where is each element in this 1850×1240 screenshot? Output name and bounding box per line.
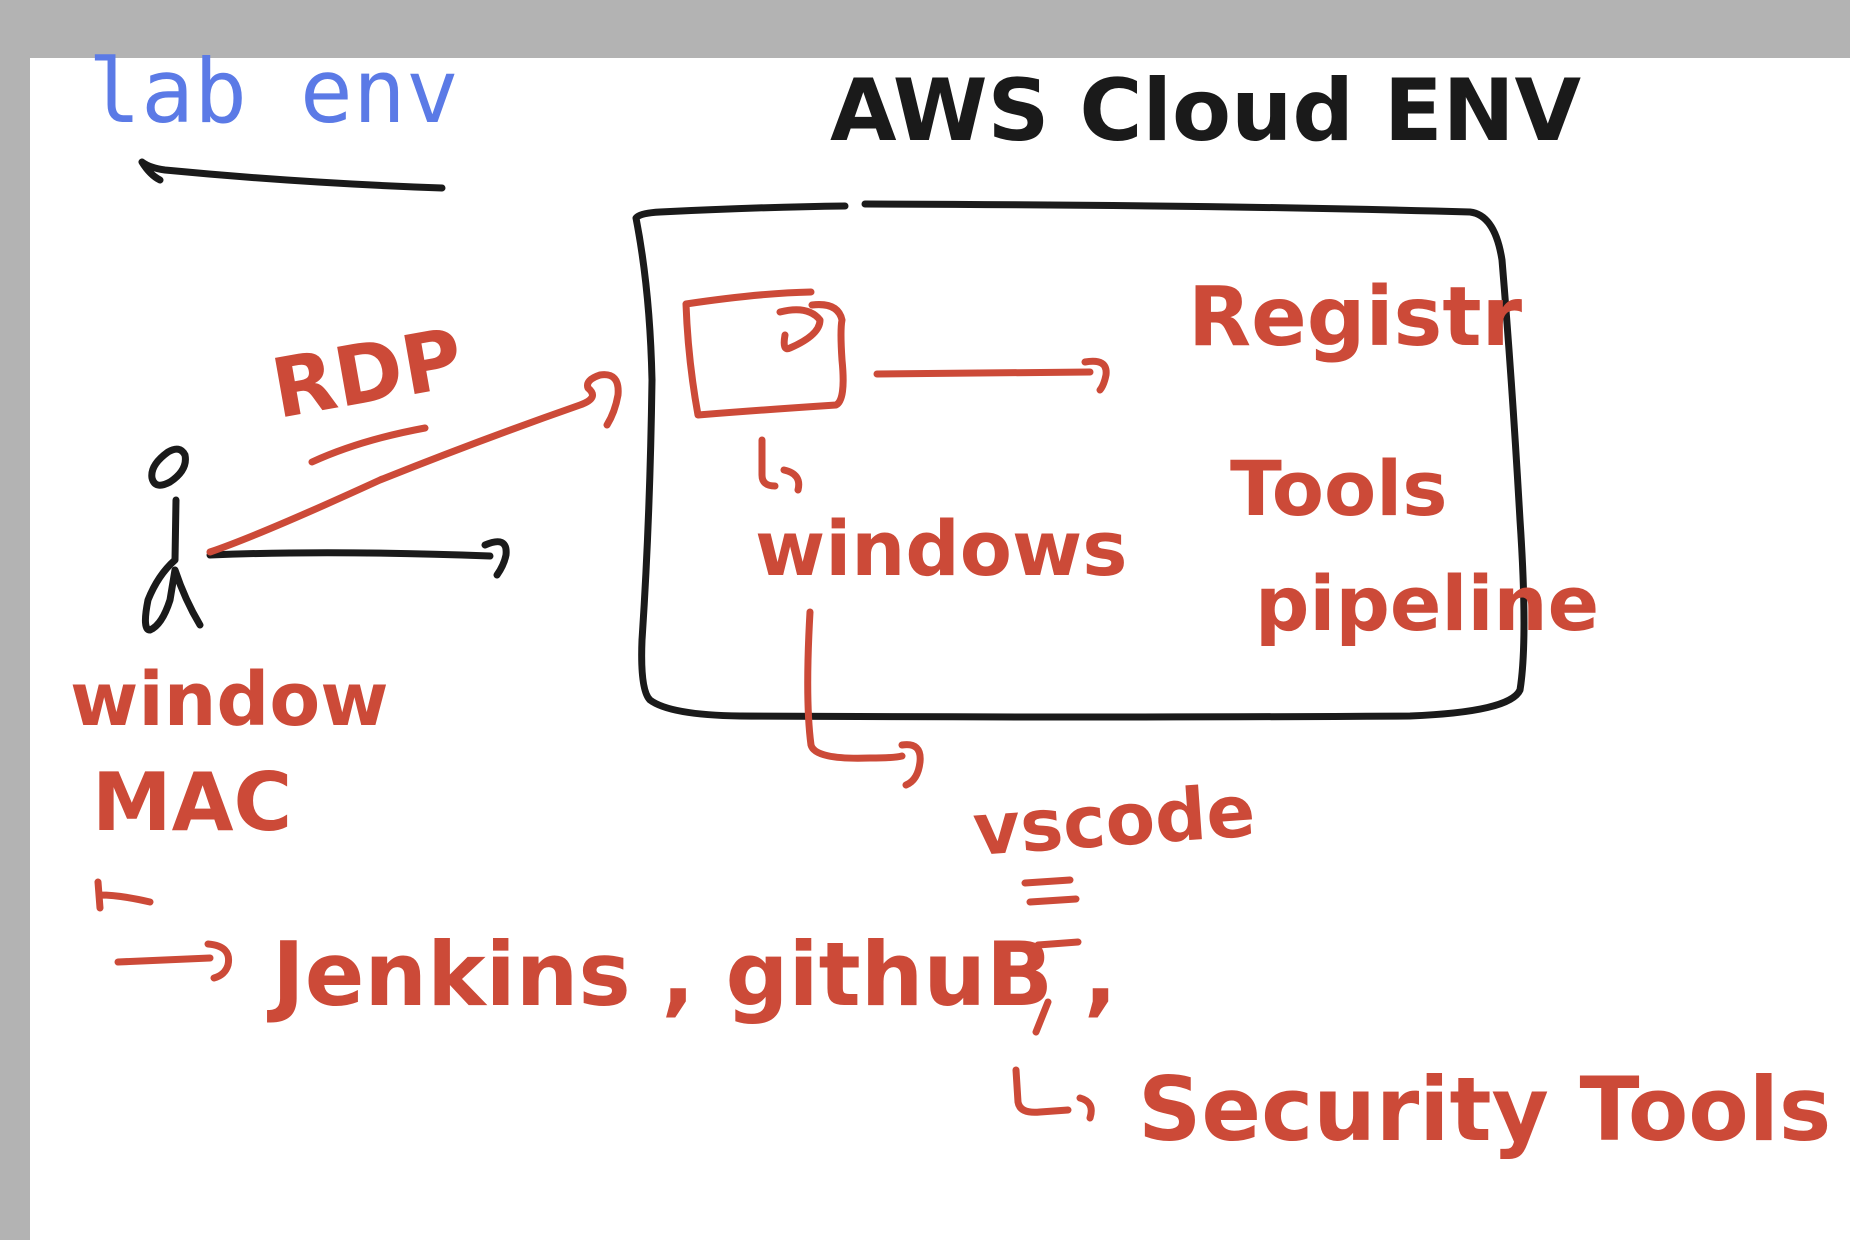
security-tools-hook [1012,1066,1095,1122]
pipeline-label: pipeline [1255,559,1599,648]
jenkins-github-label: Jenkins , githuB , [267,923,1117,1026]
vscode-comma [1032,998,1052,1036]
rdp-arrow [206,371,622,556]
user-arrow-right [206,538,510,579]
lab-env-label: lab env [88,40,459,143]
registry-label: Registr [1188,270,1523,365]
jenkins-hook [94,878,233,982]
vscode-marks [1021,876,1082,949]
security-tools-label: Security Tools [1138,1058,1831,1161]
window-mac-label-2: MAC [92,756,292,849]
user-stick-figure [141,445,204,634]
windows-instance-box [682,288,847,419]
rdp-underline [308,424,429,466]
windows-label-hook [758,436,803,494]
windows-to-registry-arrow [873,357,1110,394]
vscode-label: vscode [970,768,1257,871]
lab-env-underline [138,158,446,192]
window-mac-label-1: window [70,657,389,743]
aws-cloud-env-label: AWS Cloud ENV [830,61,1582,161]
windows-to-vscode-arrow [804,608,924,789]
paper [30,58,1850,1240]
left-frame-bar [0,0,30,1240]
aws-cloud-box [632,200,1528,721]
top-frame-bar [0,0,1850,58]
tools-label: Tools [1230,444,1447,533]
windows-label: windows [755,504,1127,593]
